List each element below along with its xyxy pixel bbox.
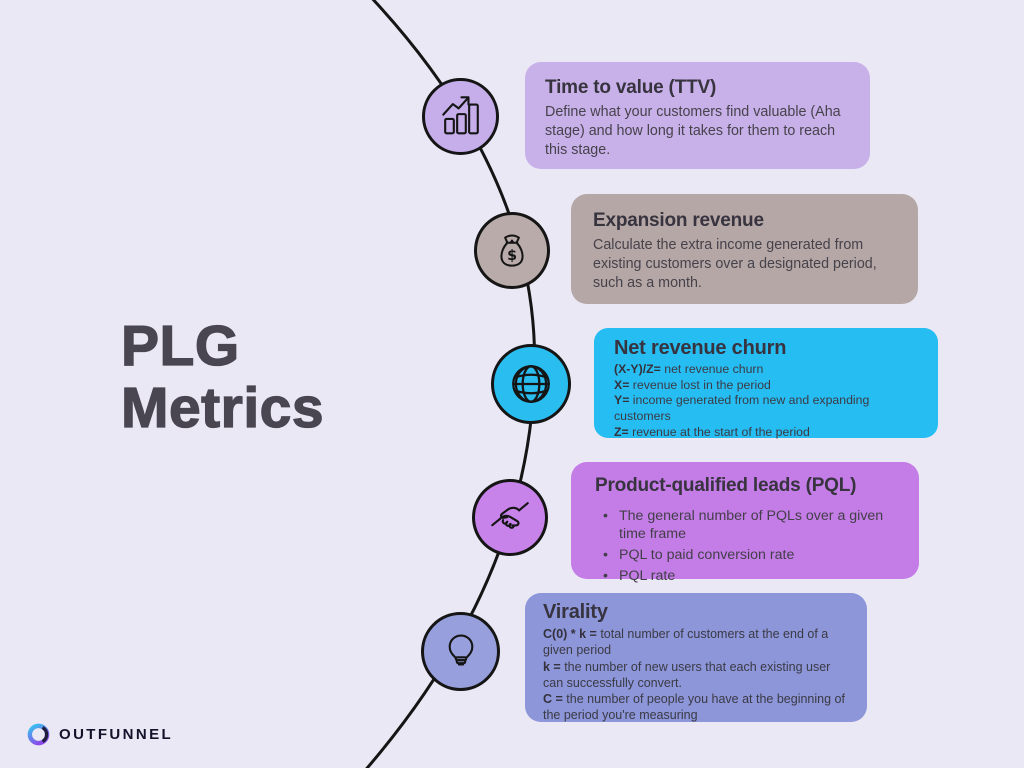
card-heading: Product-qualified leads (PQL) (595, 475, 857, 496)
formula-lines: C(0) * k = total number of customers at … (543, 626, 849, 724)
card-time-to-value: Time to value (TTV) Define what your cus… (525, 62, 870, 169)
globe-icon (512, 365, 550, 403)
bullet-item: •The general number of PQLs over a given… (603, 507, 884, 542)
lightbulb-icon (448, 633, 473, 666)
outfunnel-ring-icon (27, 723, 50, 746)
formula-line: X= revenue lost in the period (614, 377, 771, 392)
node-net-revenue-churn (491, 344, 571, 424)
formula-line: Z= revenue at the start of the period (614, 424, 810, 439)
formula-line: k = the number of new users that each ex… (543, 659, 831, 690)
bullet-list: •The general number of PQLs over a given… (595, 507, 895, 585)
formula-line: (X-Y)/Z= net revenue churn (614, 362, 764, 376)
card-expansion-revenue: Expansion revenue Calculate the extra in… (571, 194, 918, 304)
outfunnel-logo: OUTFUNNEL (27, 723, 173, 746)
formula-line: C(0) * k = total number of customers at … (543, 627, 829, 658)
bullet-item: •PQL rate (603, 567, 676, 584)
bar-chart-growth-icon (441, 95, 479, 134)
card-heading: Virality (543, 601, 608, 623)
node-expansion-revenue: $ (474, 212, 550, 289)
card-product-qualified-leads: Product-qualified leads (PQL) •The gener… (571, 462, 919, 584)
card-body: Calculate the extra income generated fro… (593, 236, 877, 291)
svg-text:$: $ (507, 248, 517, 264)
handshake-icon (491, 501, 529, 529)
node-time-to-value (422, 78, 499, 155)
page-title: PLG Metrics (120, 314, 325, 440)
card-heading: Expansion revenue (593, 210, 764, 231)
money-bag-icon: $ (500, 234, 524, 267)
card-body: Define what your customers find valuable… (545, 103, 841, 158)
brand-name: OUTFUNNEL (59, 726, 174, 743)
formula-line: Y= income generated from new and expandi… (614, 393, 870, 424)
card-virality: Virality C(0) * k = total number of cust… (525, 593, 867, 722)
bullet-item: •PQL to paid conversion rate (603, 546, 795, 563)
node-virality (421, 612, 500, 691)
card-net-revenue-churn: Net revenue churn (X-Y)/Z= net revenue c… (594, 328, 938, 441)
card-heading: Time to value (TTV) (545, 77, 717, 98)
node-product-qualified-leads (472, 479, 548, 556)
formula-line: C = the number of people you have at the… (543, 692, 845, 723)
card-heading: Net revenue churn (614, 337, 787, 359)
